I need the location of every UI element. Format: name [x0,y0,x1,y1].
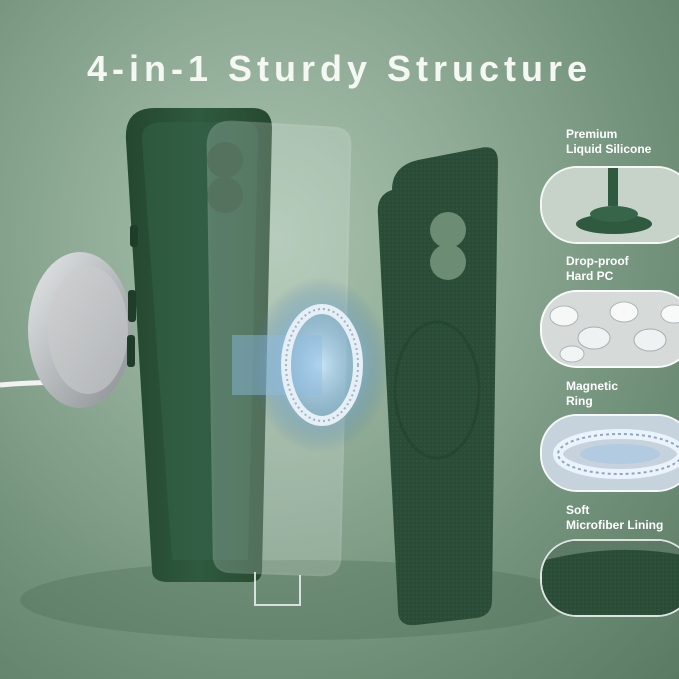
headline: 4-in-1 Sturdy Structure [86,48,593,89]
silicone-case-layer [125,108,272,582]
magnetic-ring-swatch [542,416,679,490]
feature-label-line1: Magnetic [566,379,619,393]
feature-label-line2: Liquid Silicone [566,142,652,156]
feature-label-line1: Soft [566,503,590,517]
feature-label-line2: Microfiber Lining [566,518,664,532]
feature-label-pc: Drop-proof Hard PC [566,254,629,284]
magsafe-charger [0,252,132,408]
feature-label-line1: Drop-proof [566,254,629,268]
microfiber-icon [540,539,679,617]
pc-crystals [542,292,679,366]
liquid-silicone-icon [540,166,679,244]
feature-label-microfiber: Soft Microfiber Lining [566,503,663,533]
feature-label-ring: Magnetic Ring [566,379,618,409]
magnetic-ring-layer [232,277,390,453]
feature-label-silicone: Premium Liquid Silicone [566,127,651,157]
microfiber-lining-layer [377,147,498,626]
feature-label-line2: Hard PC [566,269,614,283]
microfiber-swatch [542,541,679,615]
feature-label-line2: Ring [566,394,593,408]
liquid-silicone-swirl [542,168,679,242]
magnetic-ring-icon [540,414,679,492]
pc-crystals-icon [540,290,679,368]
feature-label-line1: Premium [566,127,618,141]
